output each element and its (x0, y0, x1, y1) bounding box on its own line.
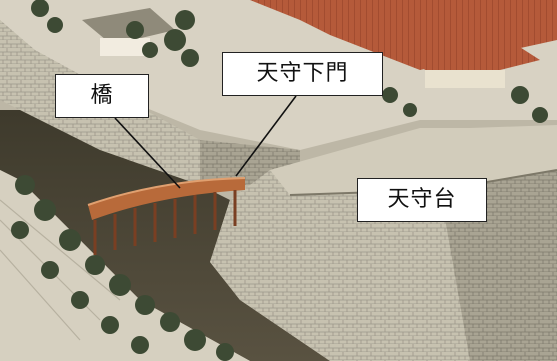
tenshudai-label: 天守台 (357, 178, 487, 222)
wooden-bridge (87, 177, 246, 255)
tenshu-gate-label: 天守下門 (222, 52, 383, 96)
moat (0, 110, 330, 361)
left-bank (0, 170, 250, 361)
bridge-leader-line (114, 117, 181, 189)
tenshudai-top (270, 125, 557, 195)
bridge-label: 橋 (55, 74, 149, 118)
pine-trees (11, 0, 548, 361)
tenshu-gate-leader-line (235, 95, 297, 177)
red-roof-buildings (82, 0, 557, 88)
